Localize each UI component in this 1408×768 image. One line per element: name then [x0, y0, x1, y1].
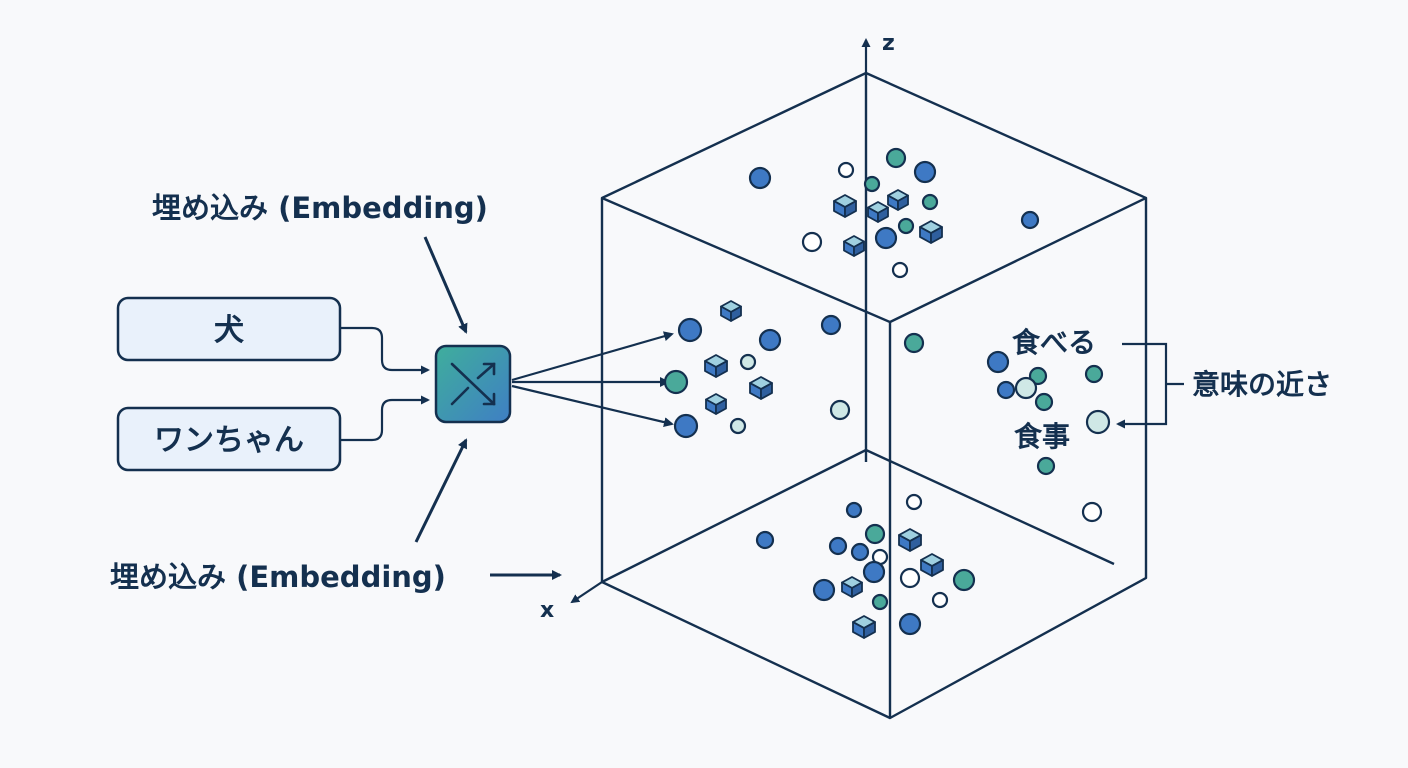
embedding-point: [1084, 364, 1104, 384]
arrow-title-top: [423, 236, 468, 334]
output-arrow-1: [511, 331, 674, 382]
embedding-point: [1034, 392, 1054, 412]
embedding-point: [1014, 376, 1038, 400]
cube-point-icon: [833, 194, 857, 218]
embedding-point: [801, 231, 823, 253]
embedding-point: [677, 317, 703, 343]
embedding-point: [820, 314, 842, 336]
embedding-point: [952, 568, 976, 592]
embedding-point: [874, 226, 898, 250]
embedding-point: [913, 160, 937, 184]
word-taberu: 食べる: [1012, 326, 1096, 359]
embedding-point: [673, 413, 699, 439]
embedding-point: [871, 593, 889, 611]
embedding-title-bottom: 埋め込み (Embedding): [110, 560, 446, 594]
word-label-dog: 犬: [214, 313, 244, 348]
embedding-point: [837, 161, 855, 179]
embedding-point: [748, 166, 772, 190]
embedding-point: [828, 536, 848, 556]
x-axis-label: x: [540, 598, 554, 623]
arrow-title-bottom: [414, 438, 468, 543]
embedding-point: [829, 399, 851, 421]
output-arrow-3: [511, 384, 674, 428]
embedding-point: [905, 493, 923, 511]
embedding-point: [885, 147, 907, 169]
embedding-point: [850, 542, 870, 562]
cube-point-icon: [841, 576, 863, 598]
cube-point-icon: [843, 235, 865, 257]
embedding-title-top: 埋め込み (Embedding): [152, 191, 488, 225]
embedding-point: [1085, 409, 1111, 435]
embedding-point: [862, 560, 886, 584]
embedding-point: [1020, 210, 1040, 230]
embedding-point: [739, 353, 757, 371]
connector-wanchan: [340, 395, 430, 442]
embedding-point: [931, 591, 949, 609]
embedding-point: [986, 350, 1010, 374]
similarity-bracket: [1116, 342, 1168, 429]
cube-point-icon: [867, 201, 889, 223]
embedding-point: [903, 332, 925, 354]
similarity-label: 意味の近さ: [1192, 368, 1332, 401]
cube-point-icon: [749, 376, 773, 400]
embedding-point: [891, 261, 909, 279]
embedding-points: [663, 147, 1111, 639]
encoder-block: [434, 344, 512, 424]
embedding-point: [863, 175, 881, 193]
cube-point-icon: [898, 528, 922, 552]
embedding-point: [1028, 366, 1048, 386]
word-shokuji: 食事: [1014, 420, 1070, 453]
cube-point-icon: [919, 220, 943, 244]
embedding-point: [663, 369, 689, 395]
cube-point-icon: [705, 393, 727, 415]
embedding-point: [845, 501, 863, 519]
x-axis: [570, 581, 603, 604]
embedding-point: [897, 217, 915, 235]
embedding-point: [921, 193, 939, 211]
embedding-point: [758, 328, 782, 352]
embedding-point: [996, 380, 1016, 400]
connector-dog: [340, 326, 430, 375]
cube-point-icon: [720, 300, 742, 322]
embedding-point: [899, 567, 921, 589]
embedding-point: [864, 523, 886, 545]
embedding-point: [1036, 456, 1056, 476]
embedding-point: [729, 417, 747, 435]
word-label-wanchan: ワンちゃん: [154, 423, 304, 458]
shuffle-icon: [450, 362, 496, 406]
embedding-point: [898, 612, 922, 636]
embedding-point: [812, 578, 836, 602]
cube-point-icon: [920, 553, 944, 577]
cube-point-icon: [704, 354, 728, 378]
embedding-point: [1081, 501, 1103, 523]
cube-point-icon: [887, 189, 909, 211]
word-box-wanchan: ワンちゃん: [116, 406, 342, 472]
embedding-point: [755, 530, 775, 550]
word-box-dog: 犬: [116, 296, 342, 362]
cube-point-icon: [852, 615, 876, 639]
z-axis-label: z: [882, 31, 895, 56]
